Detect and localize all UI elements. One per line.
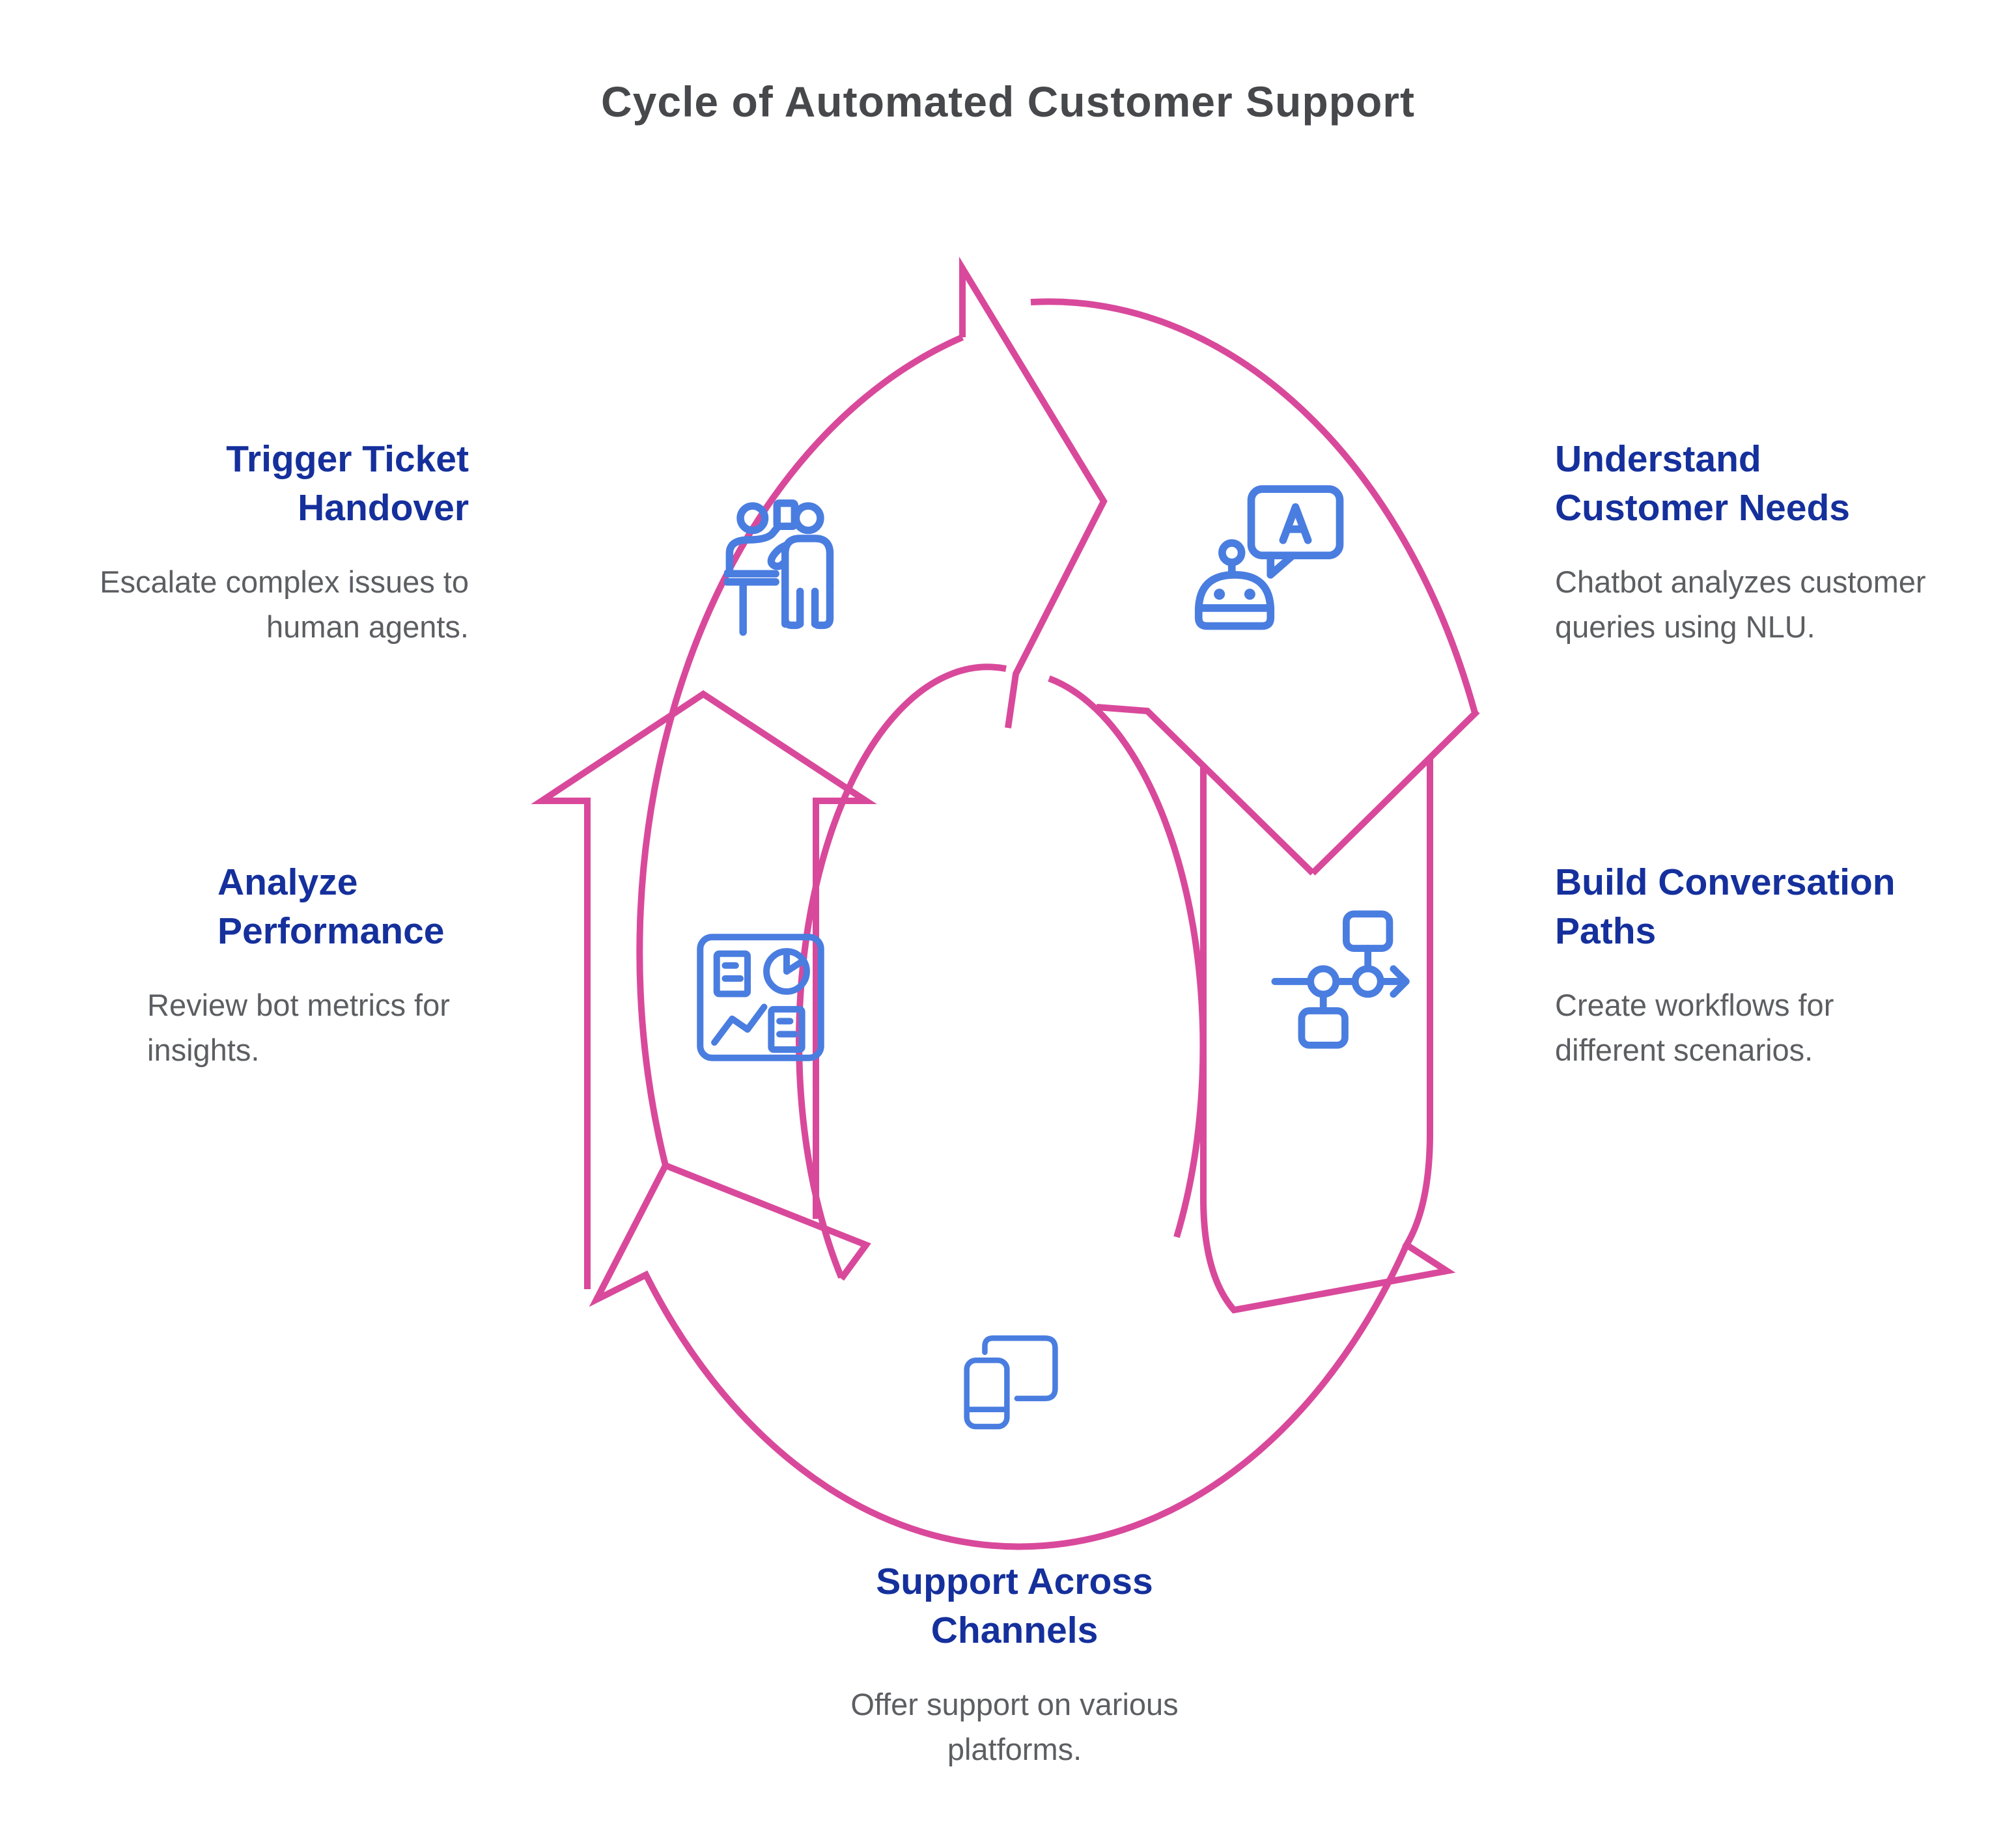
step-description: Escalate complex issues to human agents. (100, 565, 469, 644)
step-build-conversation-paths: Build Conversation Paths Create workflow… (1555, 858, 1985, 1072)
cycle-outer-right-arc (1030, 298, 1478, 714)
step-description: Offer support on various platforms. (850, 1687, 1179, 1766)
step-support-across-channels: Support Across Channels Offer support on… (735, 1557, 1295, 1772)
workflow-icon (1271, 910, 1410, 1049)
step-description: Chatbot analyzes customer queries using … (1555, 565, 1926, 644)
step-title: Analyze Performance (217, 861, 445, 953)
step-analyze-performance: Analyze Performance Review bot metrics f… (147, 858, 525, 1072)
handover-icon (724, 499, 834, 636)
page-title: Cycle of Automated Customer Support (601, 77, 1415, 126)
cycle-outer-left-arc (636, 334, 964, 1167)
step-title: Build Conversation Paths (1555, 861, 1896, 953)
step-title: Support Across Channels (876, 1561, 1153, 1652)
step-title: Trigger Ticket Handover (226, 438, 469, 529)
step-description: Create workflows for different scenarios… (1555, 988, 1834, 1067)
cycle-bottom-left-barb (664, 1162, 871, 1281)
devices-icon (964, 1335, 1058, 1430)
cycle-up-arrow (531, 690, 877, 1289)
step-description: Review bot metrics for insights. (147, 988, 450, 1067)
cycle-top-arrowhead (959, 257, 1108, 729)
chatbot-speech-bubble-icon (1194, 485, 1344, 630)
cycle-inner-left-arc (796, 663, 1007, 1279)
step-trigger-ticket-handover: Trigger Ticket Handover Escalate complex… (26, 435, 469, 649)
cycle-bottom-arc (589, 1164, 1410, 1550)
step-title: Understand Customer Needs (1555, 438, 1850, 529)
cycle-right-down-arrowhead-right-edge (1310, 708, 1480, 876)
cycle-inner-right-arc (1048, 675, 1207, 1238)
step-understand-customer-needs: Understand Customer Needs Chatbot analyz… (1555, 435, 1985, 649)
dashboard-icon (697, 934, 824, 1061)
cycle-right-down-arrowhead-left-edge (1096, 704, 1315, 876)
cycle-right-band (1200, 758, 1456, 1314)
